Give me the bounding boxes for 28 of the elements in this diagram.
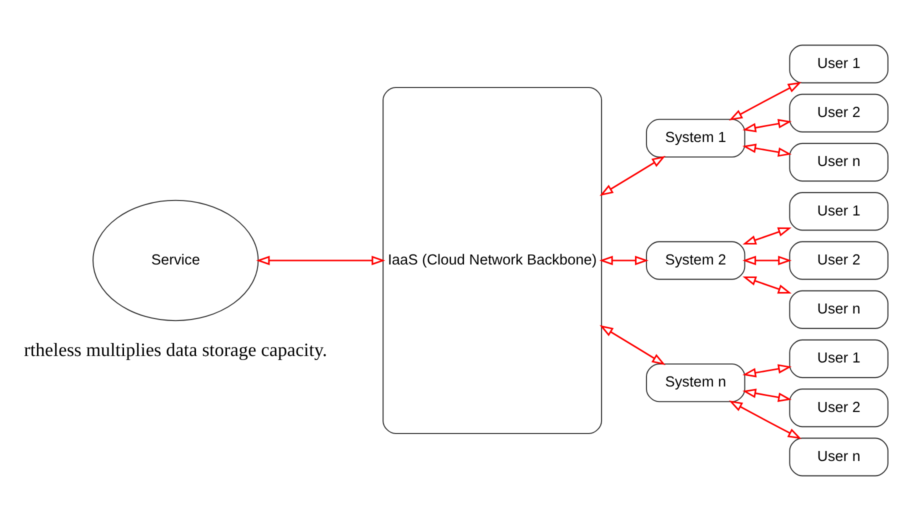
arrow [742,364,792,377]
arrow [742,276,792,294]
node-box: User 2 [789,93,888,132]
arrow [728,400,802,439]
node-box: User 1 [789,192,888,230]
node-box: User n [789,290,888,328]
node-box: System 2 [646,240,746,280]
arrow [742,388,792,402]
node-box: User 2 [789,240,888,280]
node-box: System n [646,362,746,402]
node-box: User n [789,437,888,476]
arrow [600,324,666,365]
node-box: User n [789,142,888,182]
arrow [728,81,802,120]
node-box: User 1 [789,44,888,83]
arrow [742,143,792,156]
arrow [742,118,792,132]
arrow [599,255,649,265]
arrow [742,255,792,265]
node-ellipse: Service [92,199,259,321]
node-box: System 1 [646,118,746,158]
node-box: User 2 [789,388,888,427]
arrow [256,255,386,265]
node-box: User 1 [789,338,888,378]
arrow [600,155,666,196]
arrow [742,226,792,244]
node-box: IaaS (Cloud Network Backbone) [382,86,602,434]
label: rtheless multiplies data storage capacity. [24,340,328,361]
